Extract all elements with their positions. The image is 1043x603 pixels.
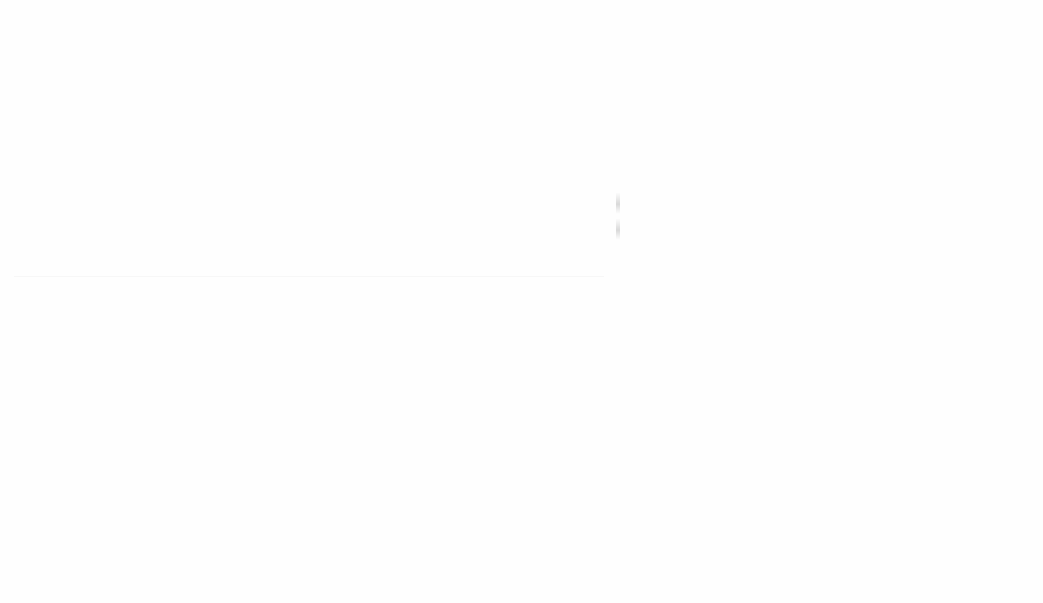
faint-divider (14, 276, 604, 277)
split-handle-upper-segment (616, 192, 620, 214)
split-handle[interactable] (614, 192, 622, 240)
split-handle-lower-segment (616, 218, 620, 240)
